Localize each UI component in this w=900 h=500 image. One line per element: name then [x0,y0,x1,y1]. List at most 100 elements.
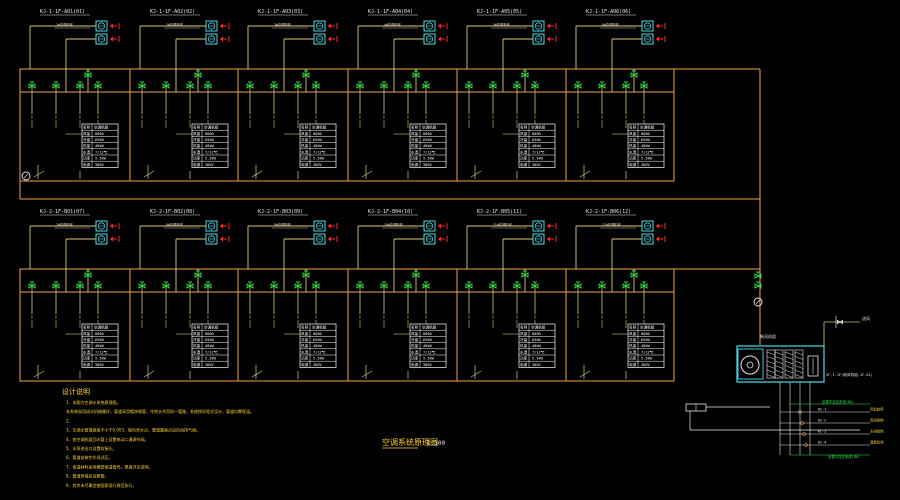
branch-meter-icon: ▯ [468,314,470,319]
valve-icon [640,281,648,289]
branch-meter-icon: ▯ [625,114,627,119]
table-cell: 40kW [641,144,650,148]
table-cell: 电源 [83,362,91,367]
branch-meter-icon: ▯ [625,314,627,319]
table-cell: 功率 [629,356,637,361]
branch-meter-icon: ▯ [297,314,299,319]
table-cell: 65kW [641,338,650,342]
table-frame [409,123,447,168]
table-cell: 电源 [520,362,528,367]
table-cell: 功率 [411,356,419,361]
arrow-head [328,36,331,42]
notes-heading: 设计说明 [62,387,90,396]
drawing-scale: 1:100 [427,440,445,447]
table-cell: 40kW [313,344,322,348]
table-header-cell: 名称 [301,325,309,330]
valve-icon [404,281,412,289]
table-cell: 冷量 [301,337,309,342]
system-frame [19,268,675,382]
branch-meter-icon: ▯ [359,114,361,119]
table-frame [81,123,119,168]
branch-meter-icon: ▯ [359,314,361,319]
arrow-head [438,36,441,42]
coil-fin [766,365,776,369]
table-cell: 65kW [95,338,104,342]
valve-body [574,283,582,289]
valve-body [356,83,364,89]
branch-meter-icon: ▯ [315,314,317,319]
valve-body [270,283,278,289]
table-frame [627,323,665,368]
flow-arrow-icon [328,223,338,229]
table-cell: 380V [95,163,104,167]
valve-body [94,83,102,89]
note-item: 3、空调水管道坡度不小于0.003，坡向泄水点，管道最高点设自动排气阀。 [66,427,200,433]
arrow-head [656,236,659,242]
fan-circle [315,35,324,43]
valve-body [630,72,638,78]
drawing-title: 空调系统原理图 [382,437,438,447]
table-cell: 热量 [520,343,528,348]
table-cell: 水温 [411,149,419,154]
valve-icon [84,70,92,78]
fan-coil-icon [95,220,108,232]
coil-frame [766,349,776,379]
fan-circle [207,22,216,30]
arrow-head [110,236,113,242]
note-item: 本系统采用闭式机械循环，管道采用镀锌钢管，冷热水共用同一管路，系统按异程式设计，… [66,408,254,414]
arrow-head [438,236,441,242]
table-cell: 风量 [520,131,528,136]
table-cell: 风量 [629,331,637,336]
branch-meter-icon: ▯ [516,114,518,119]
drain-mark [33,170,45,178]
table-header-cell: 空调机组 [204,125,219,130]
table-cell: 电源 [193,162,201,167]
valve-icon [186,281,194,289]
note-item: 6、管道安装完毕须试压。 [66,454,113,460]
flow-arrow-icon [547,23,557,29]
valve-body [531,83,539,89]
table-cell: 40kW [532,144,541,148]
table-cell: 热量 [301,343,309,348]
gauge-ring [21,171,31,181]
arrow-head [328,223,331,229]
table-cell: 风量 [193,331,201,336]
zone-note: 5#空调机组 [493,22,510,27]
signal-node [798,410,802,414]
table-cell: 7/12℃ [205,350,219,354]
unit-box [95,233,108,245]
arrow-head [328,236,331,242]
valve-icon [52,81,60,89]
fan-circle [534,35,543,43]
valve-icon [204,81,212,89]
table-cell: 水温 [193,149,201,154]
gauge-icon [753,297,763,307]
table-cell: 功率 [83,356,91,361]
table-cell: 7/12℃ [641,350,655,354]
table-cell: 电源 [193,362,201,367]
table-cell: 热量 [629,143,637,148]
unit-box [205,233,218,245]
table-cell: 电源 [411,162,419,167]
table-frame [518,323,556,368]
table-cell: 380V [423,163,432,167]
valve-icon [312,81,320,89]
table-cell: 8000 [205,132,214,136]
valve-icon [194,270,202,278]
branch-meter-icon: ▯ [207,114,209,119]
fan-circle [425,22,434,30]
fan-circle [534,235,543,243]
zone-note: 2#空调机组 [166,22,183,27]
unit-box [532,20,545,32]
pipe-network [19,68,763,345]
fan-coil-icon [95,33,108,45]
branch-meter-icon: ▯ [534,114,536,119]
branch-meter-icon: ▯ [315,114,317,119]
table-cell: 40kW [423,144,432,148]
